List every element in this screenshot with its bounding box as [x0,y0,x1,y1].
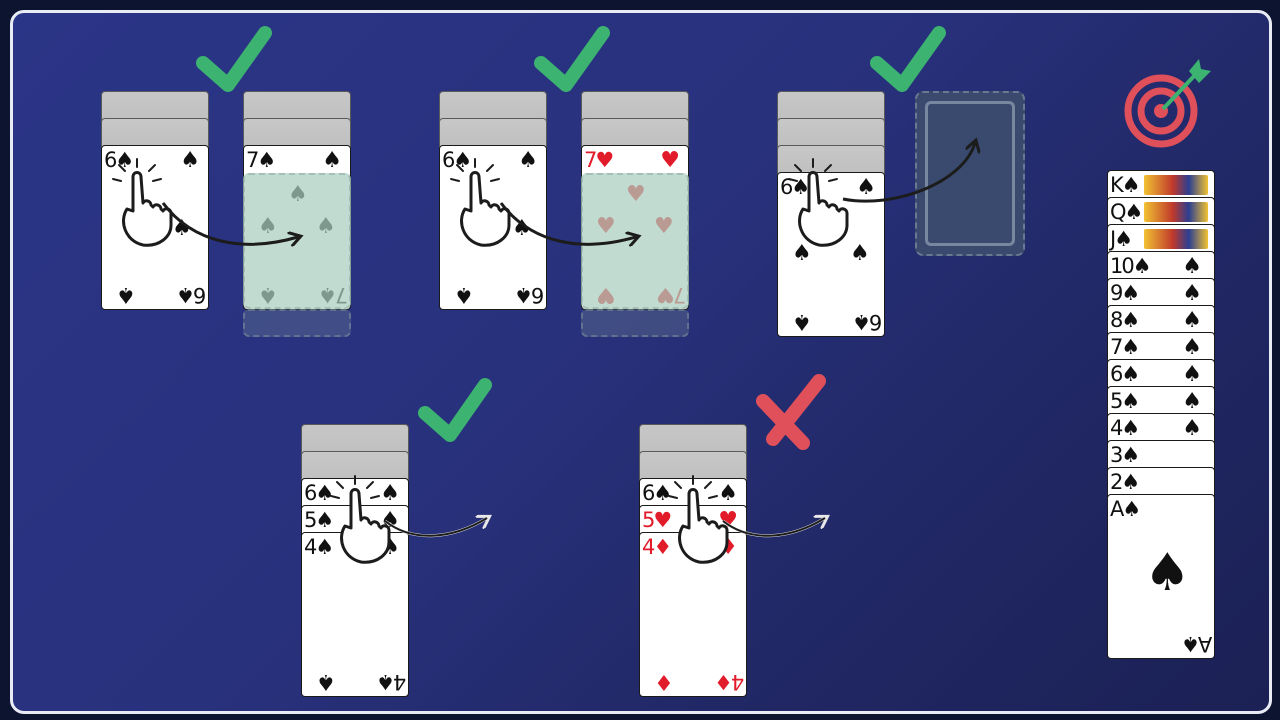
pointer-hand-icon [112,158,173,247]
card-rank: 3♠ [1110,443,1140,467]
instruction-overlay [112,26,1211,564]
card-A-spades: A♠ ♠ A♠ [1107,494,1215,659]
game-board: 6♠ ♠ ♠ ♠ 6♠ 7♠ ♠ ♠ ♠ ♠ ♠ 7♠ 6♠ ♠ ♠ ♠ 6♠ … [10,10,1272,714]
card-rank: 7♥ [584,148,614,172]
spade-icon: ♠ [172,216,192,241]
pointer-hand-icon [450,158,511,247]
jack-face-art [1144,229,1208,249]
spade-icon: ♠ [1182,281,1202,306]
spade-icon: ♠ [718,481,738,506]
spade-icon: ♠ [180,148,200,173]
spade-icon: ♠ [322,148,342,173]
checkmark-icon [534,26,610,92]
cross-icon [756,374,826,450]
checkmark-icon [870,26,946,92]
card-rank: 7♠ [246,148,276,172]
drag-arrow [842,143,975,203]
spade-icon: ♠ [1182,335,1202,360]
drop-slot-ghost [581,309,689,337]
card-rank: 8♠ [1110,308,1140,332]
target-icon [1124,59,1211,148]
drag-arrow [161,202,298,244]
card-rank: 2♠ [1110,470,1140,494]
queen-face-art [1144,202,1208,222]
card-rank: 10♠ [1110,254,1152,278]
pointer-hand-icon [330,475,391,564]
card-rank: A♠ [1110,497,1141,521]
spade-icon: ♠ [1182,254,1202,279]
checkmark-icon [418,378,492,442]
card-6-spades[interactable]: 6♠ ♠ ♠ ♠ ♠ 6♠ [777,172,885,337]
checkmark-icon [196,26,272,92]
drag-arrow [499,202,636,244]
card-rank: 5♥ [642,508,672,532]
king-face-art [1144,175,1208,195]
spade-icon: ♠ [380,481,400,506]
spade-icon: ♠ [792,241,812,266]
spade-icon: ♠ [1182,416,1202,441]
heart-icon: ♥ [660,148,680,173]
card-rank: 9♠ [1110,281,1140,305]
spade-icon: ♠ [1182,389,1202,414]
card-rank: 4♠ [304,535,334,559]
spade-icon: ♠ [1144,543,1191,603]
pointer-hand-icon [668,475,729,564]
spade-icon: ♠ [1182,308,1202,333]
pointer-hand-icon [788,158,849,247]
spade-icon: ♠ [856,175,876,200]
card-rank: 4♦ [642,535,672,559]
card-rank: J♠ [1110,227,1133,251]
spade-icon: ♠ [518,148,538,173]
card-rank: 5♠ [1110,389,1140,413]
card-rank: 6♠ [1110,362,1140,386]
card-rank: K♠ [1110,173,1141,197]
card-rank: 4♠ [1110,416,1140,440]
card-rank: 7♠ [1110,335,1140,359]
card-rank: 5♠ [304,508,334,532]
empty-tableau-pile[interactable] [915,91,1025,256]
spade-icon: ♠ [512,216,532,241]
spade-icon: ♠ [1182,362,1202,387]
card-rank: Q♠ [1110,200,1143,224]
spade-icon: ♠ [850,241,870,266]
drop-slot-ghost [243,309,351,337]
card-rank: 6♠ [642,481,672,505]
card-rank: 6♠ [304,481,334,505]
